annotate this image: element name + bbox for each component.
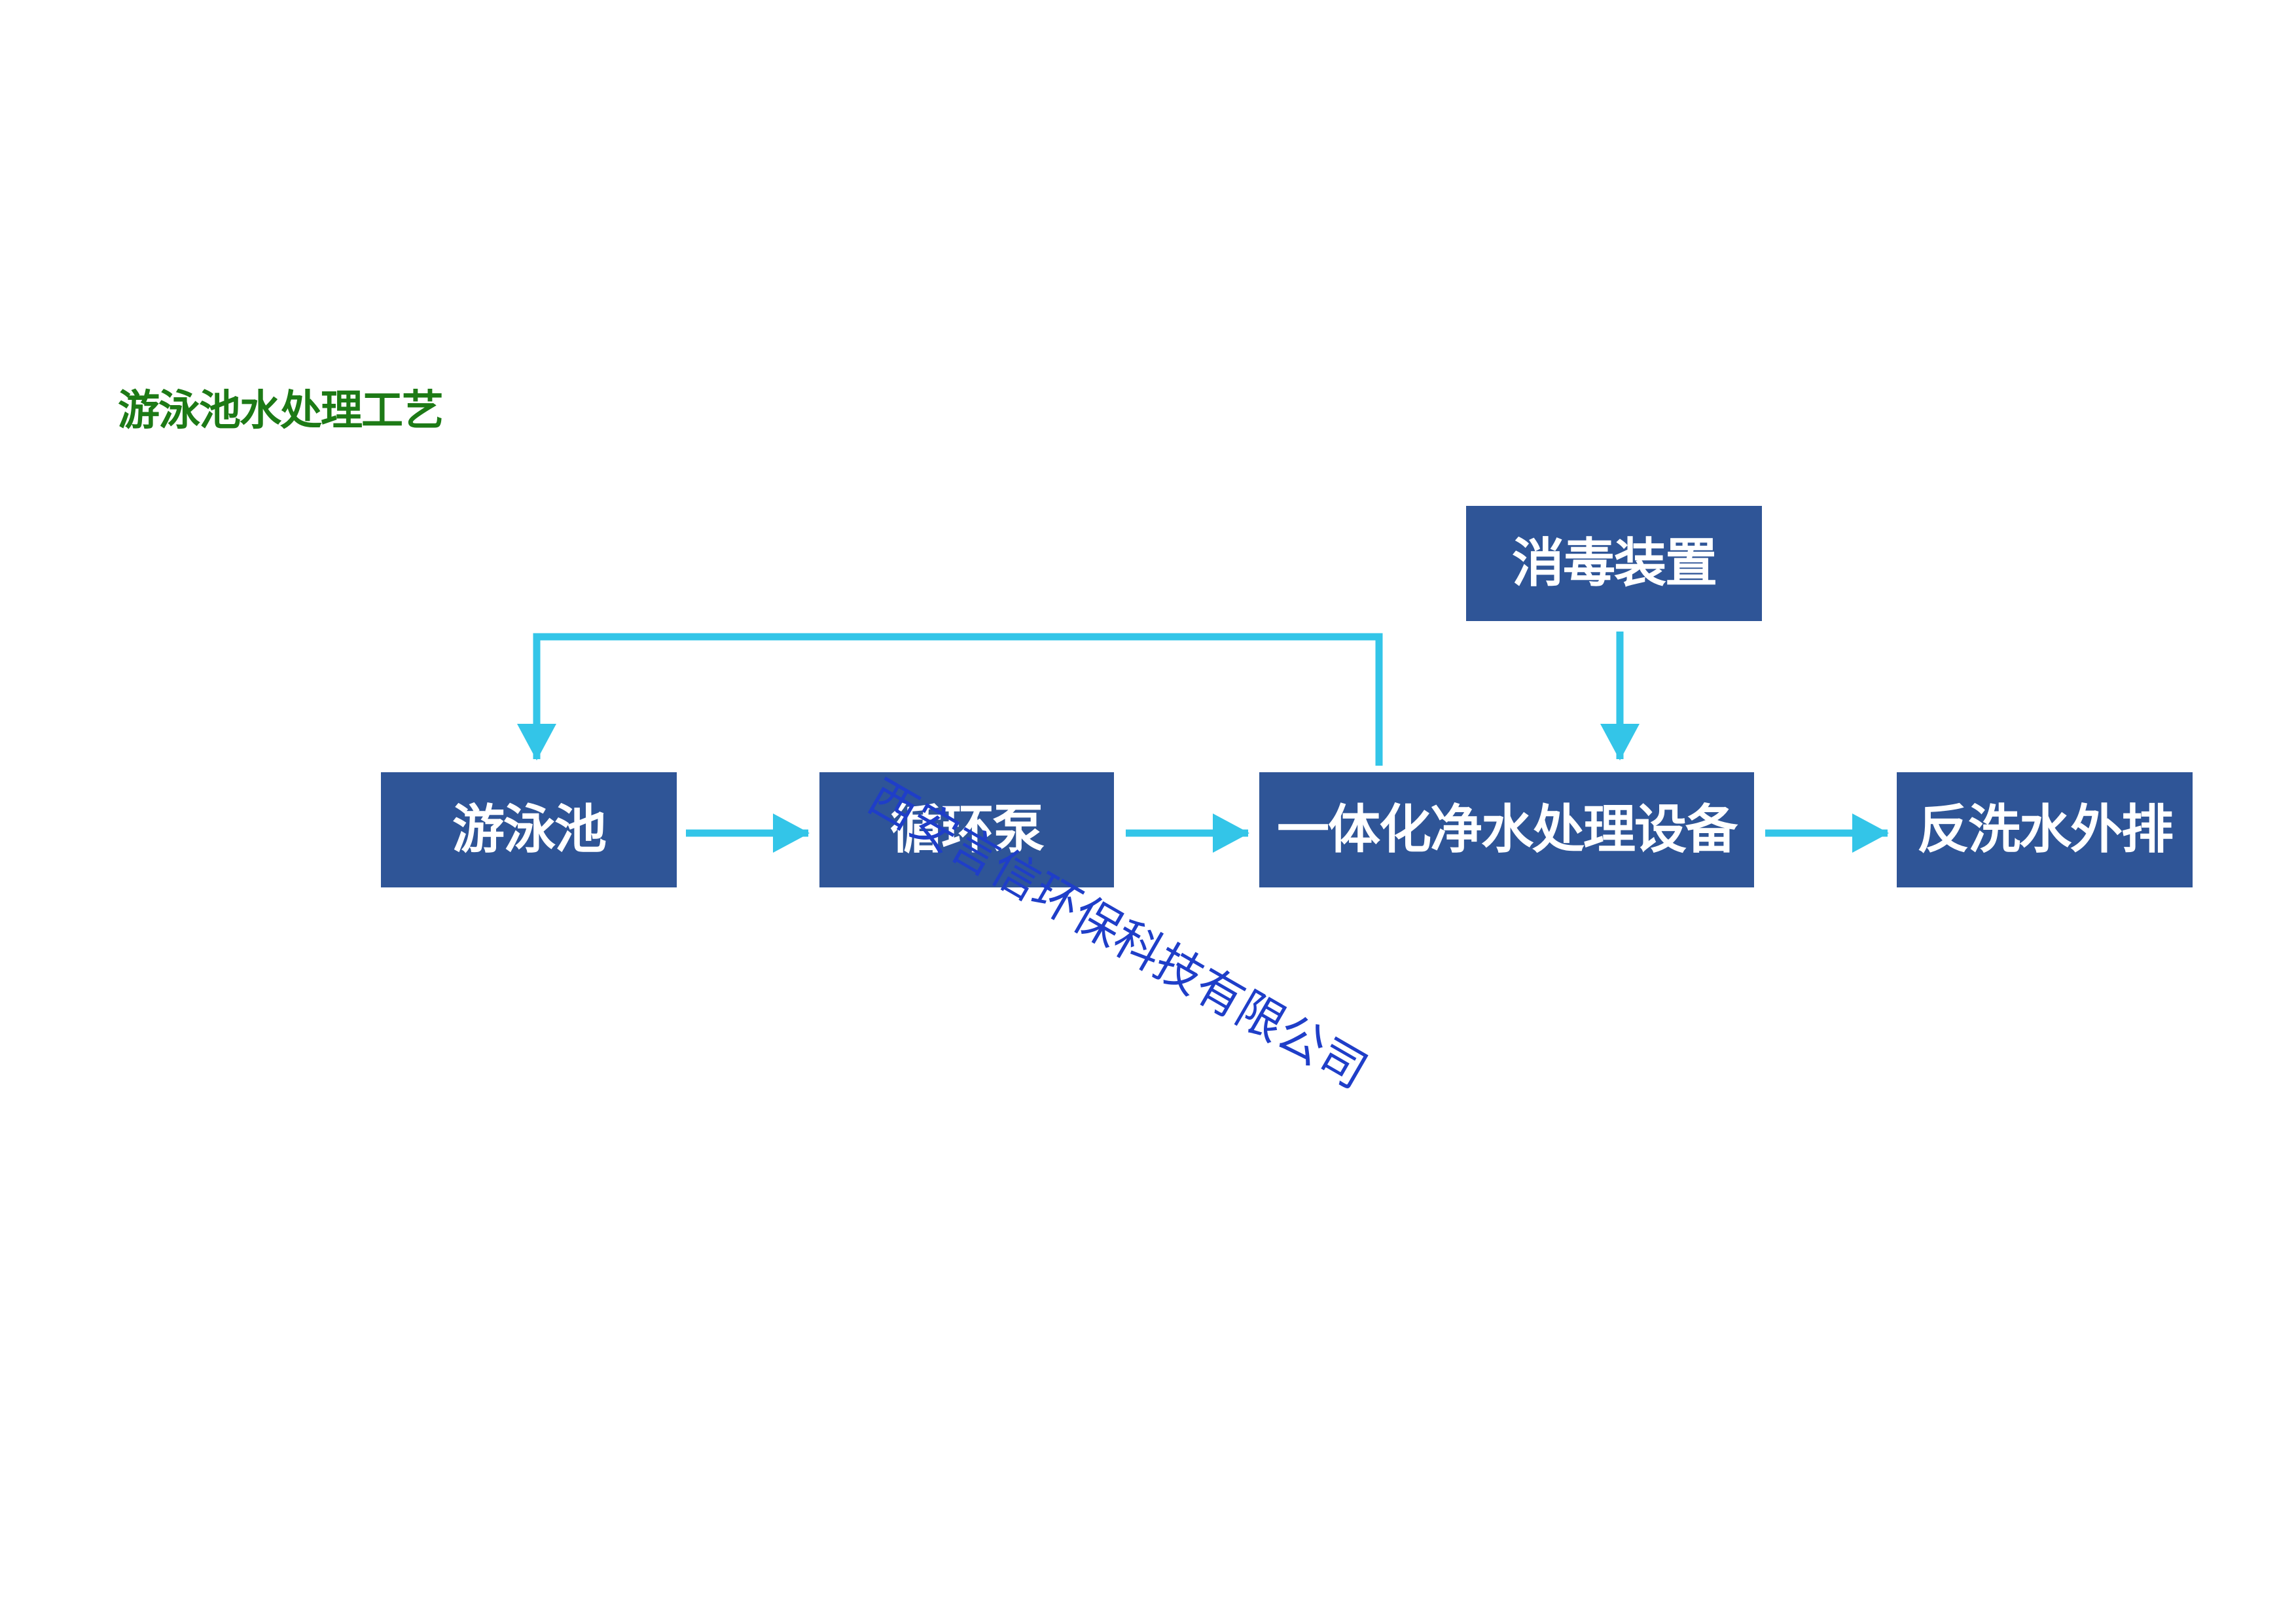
node-discharge: 反洗水外排 xyxy=(1897,772,2193,887)
node-pool: 游泳池 xyxy=(381,772,677,887)
node-pump-label: 循环泵 xyxy=(890,799,1045,860)
node-discharge-label: 反洗水外排 xyxy=(1917,799,2174,860)
arrow-recycle-to-pool xyxy=(517,633,1383,766)
node-pump: 循环泵 xyxy=(819,772,1114,887)
node-disinfection: 消毒装置 xyxy=(1466,506,1762,621)
node-disinfection-label: 消毒装置 xyxy=(1512,533,1717,594)
node-equipment: 一体化净水处理设备 xyxy=(1259,772,1754,887)
diagram-title: 游泳池水处理工艺 xyxy=(118,387,444,435)
node-pool-label: 游泳池 xyxy=(452,799,607,860)
node-equipment-label: 一体化净水处理设备 xyxy=(1277,799,1738,860)
